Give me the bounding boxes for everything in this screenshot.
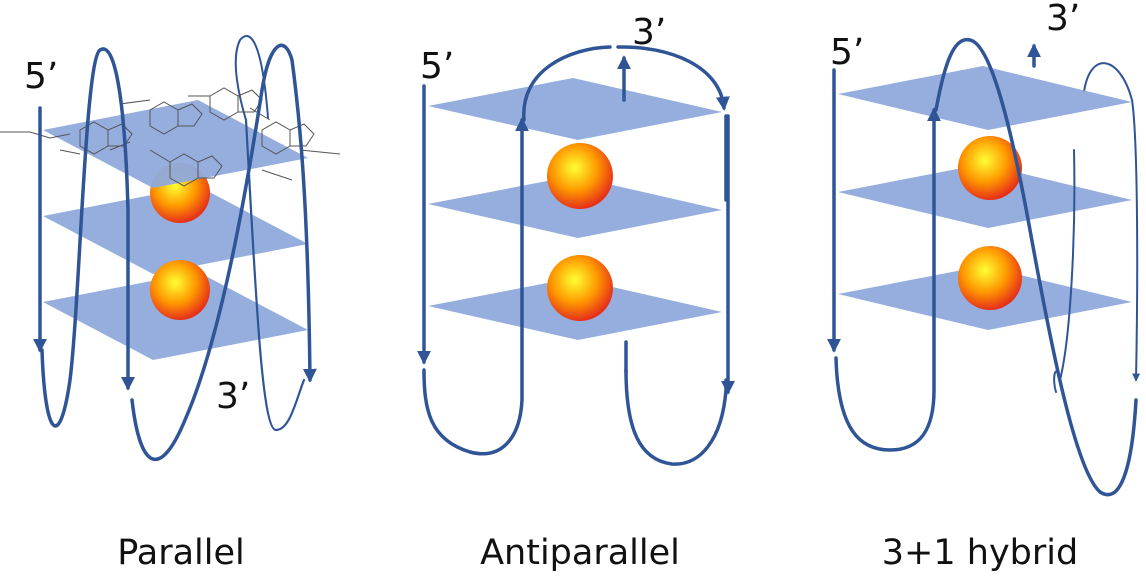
caption-antiparallel: Antiparallel [480, 533, 680, 573]
panel-hybrid: 5’ 3’ 3+1 hybrid [827, 0, 1141, 573]
tetrad-plane-top [428, 78, 722, 140]
five-prime-label: 5’ [24, 56, 58, 97]
five-prime-label: 5’ [830, 32, 864, 73]
strand-parallel-loop-2 [130, 43, 317, 462]
strand-hybrid-back-loop [1083, 62, 1141, 382]
three-prime-label: 3’ [632, 12, 666, 53]
strand-parallel-loop-1 [40, 47, 135, 428]
potassium-ion-upper [547, 143, 613, 209]
strand-antiparallel-loop-top [522, 45, 724, 122]
caption-parallel: Parallel [117, 533, 245, 573]
panel-parallel: 5’ 3’ Parallel [0, 35, 341, 573]
potassium-ion-lower [958, 246, 1022, 310]
strand-antiparallel-loop-bottom-right [624, 114, 728, 466]
strand-hybrid-loop-propeller [934, 37, 1138, 497]
strand-parallel-loop-3 [244, 118, 306, 432]
strand-hybrid-inner [1053, 149, 1076, 393]
caption-hybrid: 3+1 hybrid [882, 533, 1078, 573]
strand-hybrid-loop-lateral [834, 107, 941, 452]
strand-antiparallel-loop-bottom-left [422, 117, 529, 456]
three-prime-label: 3’ [1046, 0, 1080, 39]
five-prime-label: 5’ [420, 46, 454, 87]
panel-antiparallel: 5’ 3’ Antiparallel [417, 12, 728, 573]
tetrad-plane-top [838, 66, 1132, 130]
potassium-ion-lower [547, 255, 613, 321]
tetrad-plane-top [43, 100, 308, 188]
strand-loop-back-right [234, 35, 269, 121]
tetrad-plane-middle [43, 186, 308, 274]
potassium-ion-upper [958, 136, 1022, 200]
three-prime-label: 3’ [216, 376, 250, 417]
potassium-ion-lower [150, 260, 210, 320]
